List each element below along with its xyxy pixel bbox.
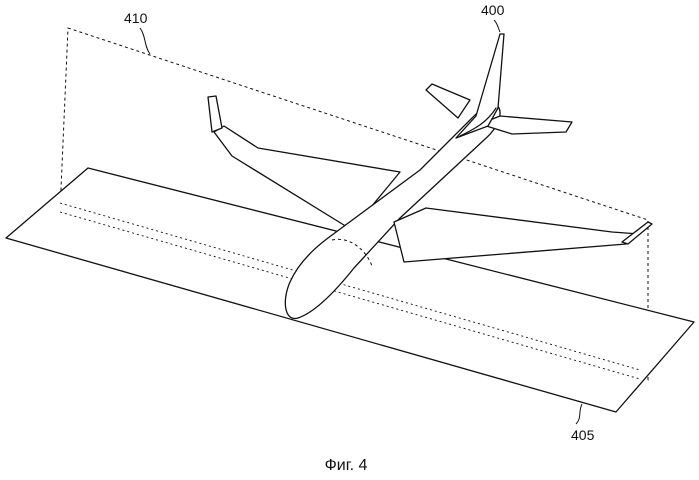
left-stabilizer [426, 84, 470, 118]
label-410: 410 [124, 10, 148, 26]
left-winglet [208, 96, 222, 132]
label-405: 405 [571, 427, 595, 443]
leader-405 [576, 404, 582, 424]
leader-410 [140, 28, 150, 54]
leader-400 [494, 20, 500, 32]
label-400: 400 [481, 2, 505, 18]
right-wing [394, 208, 640, 262]
right-stabilizer [480, 116, 572, 134]
figure-caption: Фиг. 4 [325, 457, 368, 474]
